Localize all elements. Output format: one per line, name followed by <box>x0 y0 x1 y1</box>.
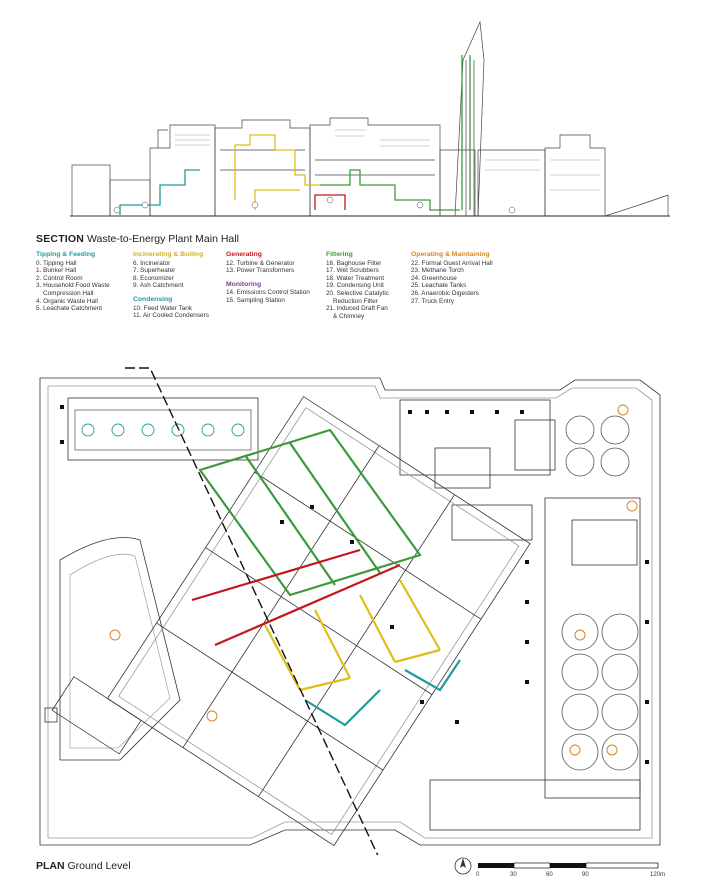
legend-item: 19. Condensing Unit <box>326 282 384 290</box>
section-title-rest: Waste-to-Energy Plant Main Hall <box>84 233 239 245</box>
legend-item: 2. Control Room <box>36 274 83 282</box>
scale-label: 0 <box>476 872 480 878</box>
legend-item: 24. Greenhouse <box>411 274 457 282</box>
scale-bar-graphic <box>478 862 659 869</box>
legend-item: 20. Selective Catalytic <box>326 289 389 297</box>
plan-drawing <box>39 367 661 855</box>
legend-item: Compression Hall <box>43 289 94 297</box>
legend-item: 26. Anaerobic Digesters <box>411 289 479 297</box>
legend-item: 17. Wet Scrubbers <box>326 267 379 275</box>
legend-column-2: Incinerating & Boiling 6. Incinerator 7.… <box>133 251 209 320</box>
legend-item: 1. Bunker Hall <box>36 267 77 275</box>
section-title: SECTION Waste-to-Energy Plant Main Hall <box>36 233 239 245</box>
legend-item: & Chimney <box>333 312 365 320</box>
scale-label: 120m <box>650 872 666 878</box>
legend-item: 25. Leachate Tanks <box>411 282 467 290</box>
section-title-bold: SECTION <box>36 233 85 245</box>
plan-title: PLAN Ground Level <box>36 860 131 872</box>
legend-item: 8. Economizer <box>133 274 174 282</box>
legend-item: 13. Power Transformers <box>226 267 295 275</box>
legend-item: 12. Turbine & Generator <box>226 259 295 267</box>
legend-column-1: Tipping & Feeding 0. Tipping Hall 1. Bun… <box>36 251 110 313</box>
plan-title-bold: PLAN <box>36 860 65 872</box>
legend-heading-tipping: Tipping & Feeding <box>36 251 96 258</box>
legend-item: 16. Baghouse Filter <box>326 259 382 267</box>
scale-bar: 0 30 60 90 120m <box>476 858 668 878</box>
scale-label: 30 <box>510 872 517 878</box>
legend-item: Reduction Filter <box>333 297 378 305</box>
legend-item: 11. Air Cooled Condensers <box>133 312 209 320</box>
legend-column-4: Filtering 16. Baghouse Filter 17. Wet Sc… <box>326 251 389 320</box>
legend-item: 21. Induced Draft Fan <box>326 305 388 313</box>
legend-item: 18. Water Treatment <box>326 274 385 282</box>
legend-heading-operating: Operating & Maintaining <box>411 251 490 258</box>
legend-heading-filtering: Filtering <box>326 251 353 258</box>
legend-item: 7. Superheater <box>133 267 176 275</box>
legend-item: 14. Emissions Control Station <box>226 289 310 297</box>
legend-item: 6. Incinerator <box>133 259 171 267</box>
legend-item: 23. Methane Torch <box>411 267 464 275</box>
section-drawing <box>70 20 670 217</box>
legend-column-3: Generating 12. Turbine & Generator 13. P… <box>226 251 310 305</box>
north-arrow-icon <box>454 857 472 875</box>
legend-item: 0. Tipping Hall <box>36 259 77 267</box>
legend-item: 4. Organic Waste Hall <box>36 297 98 305</box>
legend-heading-incinerating: Incinerating & Boiling <box>133 251 204 258</box>
legend-heading-monitoring: Monitoring <box>226 280 262 288</box>
legend-item: 22. Formal Guest Arrival Hall <box>411 259 493 267</box>
legend-item: 27. Truck Entry <box>411 297 454 305</box>
legend-item: 15. Sampling Station <box>226 296 285 304</box>
scale-label: 60 <box>546 872 553 878</box>
legend-item: 5. Leachate Catchment <box>36 305 103 313</box>
legend-item: 3. Household Food Waste <box>36 282 110 290</box>
plan-title-rest: Ground Level <box>64 860 131 872</box>
legend-item: 9. Ash Catchment <box>133 282 184 290</box>
legend-column-5: Operating & Maintaining 22. Formal Guest… <box>411 251 493 305</box>
scale-label: 90 <box>582 872 589 878</box>
legend-heading-condensing: Condensing <box>133 295 173 303</box>
legend-heading-generating: Generating <box>226 251 262 258</box>
legend-item: 10. Feed Water Tank <box>133 304 192 312</box>
